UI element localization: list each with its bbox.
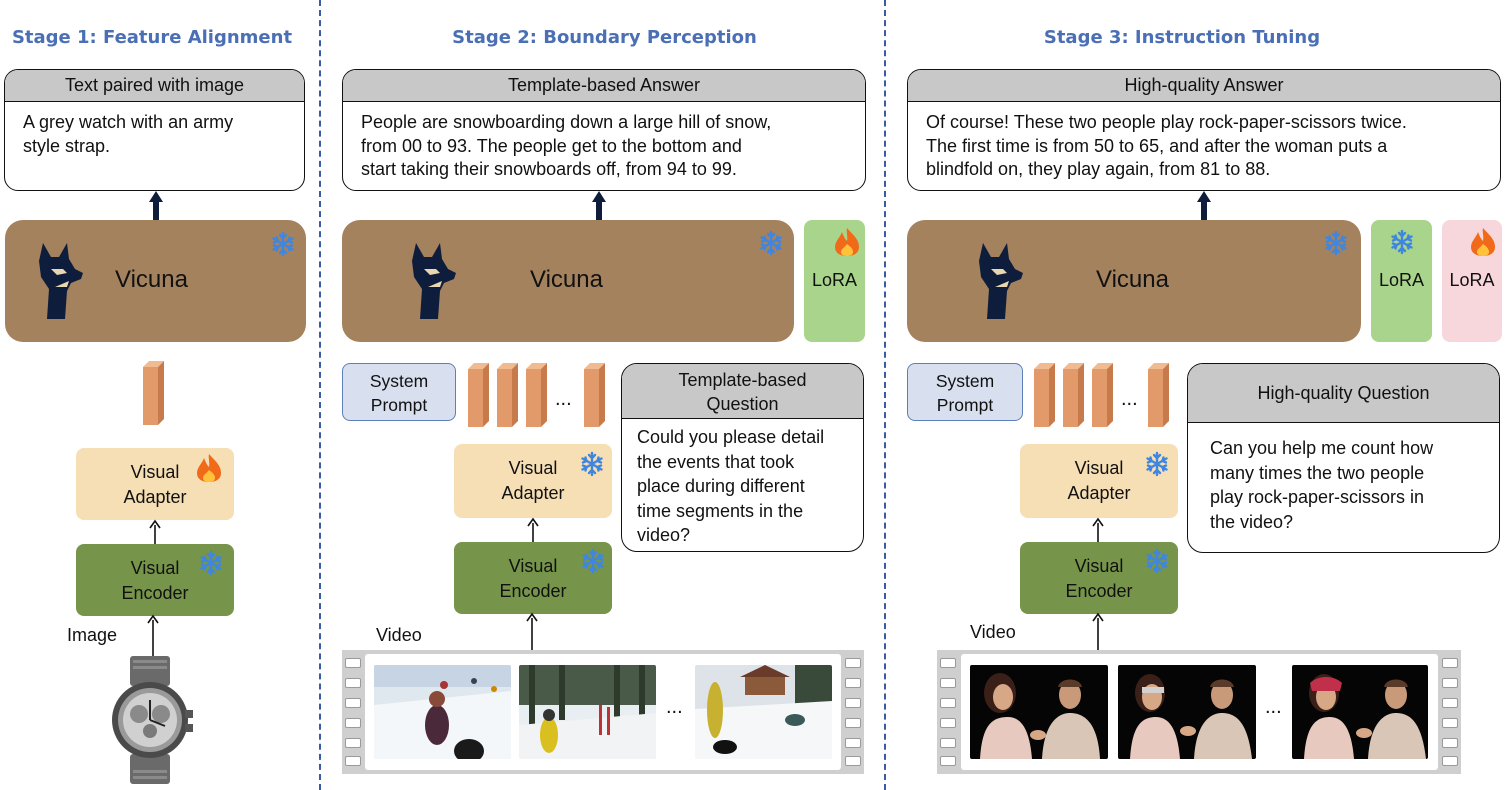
stage-divider-2 — [884, 0, 886, 790]
stage3-video-filmstrip: ... — [937, 650, 1461, 774]
stage3-video-label: Video — [970, 622, 1016, 642]
stage1-title: Stage 1: Feature Alignment — [11, 27, 293, 48]
video-frame-snow-1 — [374, 665, 511, 759]
snowflake-icon — [1146, 548, 1168, 574]
stage2-vicuna-llm: Vicuna — [342, 220, 794, 342]
stage3-visual-adapter: Visual Adapter — [1020, 444, 1178, 518]
stage2-lora-trainable: LoRA — [804, 220, 865, 342]
stage3-answer-text: Of course! These two people play rock-pa… — [926, 112, 1407, 179]
snowflake-icon — [760, 230, 782, 256]
flame-icon — [835, 228, 859, 256]
stage1-output-arrow — [149, 191, 163, 222]
stage2-video-filmstrip: ... — [342, 650, 864, 774]
stage1-visual-encoder: Visual Encoder — [76, 544, 234, 616]
stage3-arrow-video-encoder — [1092, 612, 1104, 652]
visual-token-block — [1063, 363, 1084, 427]
stage1-answer-box: Text paired with image A grey watch with… — [4, 69, 305, 191]
watch-image — [112, 656, 193, 784]
stage3-answer-box: High-quality Answer Of course! These two… — [907, 69, 1501, 191]
stage3-arrow-encoder-adapter — [1092, 517, 1104, 542]
visual-token-block — [584, 363, 605, 427]
stage3-visual-encoder: Visual Encoder — [1020, 542, 1178, 614]
stage3-vicuna-llm: Vicuna — [907, 220, 1361, 342]
stage1-image-label: Image — [67, 625, 118, 645]
stage2-answer-header: Template-based Answer — [343, 70, 865, 102]
stage3-token-ellipsis: ... — [1121, 388, 1138, 410]
stage2-lora-label: LoRA — [811, 270, 858, 290]
stage3-title: Stage 3: Instruction Tuning — [1043, 27, 1321, 48]
stage2-output-arrow — [592, 191, 606, 222]
stage3-question-box: High-quality Question Can you help me co… — [1187, 363, 1500, 553]
vicuna-logo-icon — [412, 243, 456, 319]
stage-divider-1 — [319, 0, 321, 790]
stage1-arrow-encoder-adapter — [149, 519, 161, 544]
stage2-arrow-video-encoder — [526, 612, 538, 654]
vicuna-logo-icon — [39, 243, 83, 319]
visual-token-block — [1034, 363, 1055, 427]
snowflake-icon — [200, 550, 222, 576]
video-frame-snow-3 — [695, 665, 832, 759]
stage1-arrow-image-encoder — [147, 614, 159, 656]
stage2-answer-box: Template-based Answer People are snowboa… — [342, 69, 866, 191]
stage3-question-header: High-quality Question — [1188, 364, 1499, 423]
visual-token-block — [468, 363, 489, 427]
stage2-visual-adapter: Visual Adapter — [454, 444, 612, 518]
stage2-token-ellipsis: ... — [555, 388, 572, 410]
stage1-answer-text: A grey watch with an army style strap. — [23, 112, 234, 156]
visual-token-block — [1148, 363, 1169, 427]
visual-token-block — [526, 363, 547, 427]
stage1-answer-header: Text paired with image — [5, 70, 304, 102]
stage3-frame-ellipsis: ... — [1265, 696, 1282, 718]
visual-token-block — [497, 363, 518, 427]
stage3-vicuna-label: Vicuna — [1096, 266, 1169, 293]
stage1-vicuna-label: Vicuna — [115, 266, 188, 293]
flame-icon — [1471, 228, 1495, 256]
stage2-vicuna-label: Vicuna — [530, 266, 603, 293]
video-frame-snow-2 — [519, 665, 656, 759]
snowflake-icon — [1146, 451, 1168, 477]
stage3-system-prompt: System Prompt — [907, 363, 1023, 421]
stage2-title: Stage 2: Boundary Perception — [452, 27, 757, 48]
stage3-output-arrow — [1197, 191, 1211, 222]
stage3-lora-trainable-label: LoRA — [1449, 270, 1495, 290]
stage2-visual-encoder: Visual Encoder — [454, 542, 612, 614]
visual-token-block — [1092, 363, 1113, 427]
stage1-visual-adapter: Visual Adapter — [76, 448, 234, 520]
snowflake-icon — [1391, 229, 1413, 255]
video-frame-rps-3 — [1292, 665, 1428, 759]
snowflake-icon — [1325, 230, 1347, 256]
stage3-question-text: Can you help me count how many times the… — [1210, 438, 1434, 532]
video-frame-rps-1 — [970, 665, 1108, 759]
stage2-frame-ellipsis: ... — [666, 696, 683, 718]
snowflake-icon — [582, 548, 604, 574]
visual-token-block — [143, 361, 164, 425]
stage3-answer-header: High-quality Answer — [908, 70, 1500, 102]
stage2-system-prompt: System Prompt — [342, 363, 456, 421]
stage3-lora-frozen-label: LoRA — [1378, 270, 1425, 290]
stage3-lora-frozen: LoRA — [1371, 220, 1432, 342]
video-frame-rps-2 — [1118, 665, 1256, 759]
stage2-arrow-encoder-adapter — [527, 517, 539, 542]
snowflake-icon — [272, 231, 294, 257]
stage2-video-label: Video — [376, 625, 422, 645]
stage3-lora-trainable: LoRA — [1442, 220, 1502, 342]
stage2-question-box: Template-based Question Could you please… — [621, 363, 864, 552]
stage1-vicuna-llm: Vicuna — [5, 220, 306, 342]
stage2-answer-text: People are snowboarding down a large hil… — [361, 112, 772, 179]
snowflake-icon — [581, 451, 603, 477]
stage2-question-header: Template-based Question — [622, 364, 863, 419]
flame-icon — [197, 454, 221, 482]
vicuna-logo-icon — [979, 243, 1023, 319]
stage2-question-text: Could you please detail the events that … — [637, 427, 825, 545]
